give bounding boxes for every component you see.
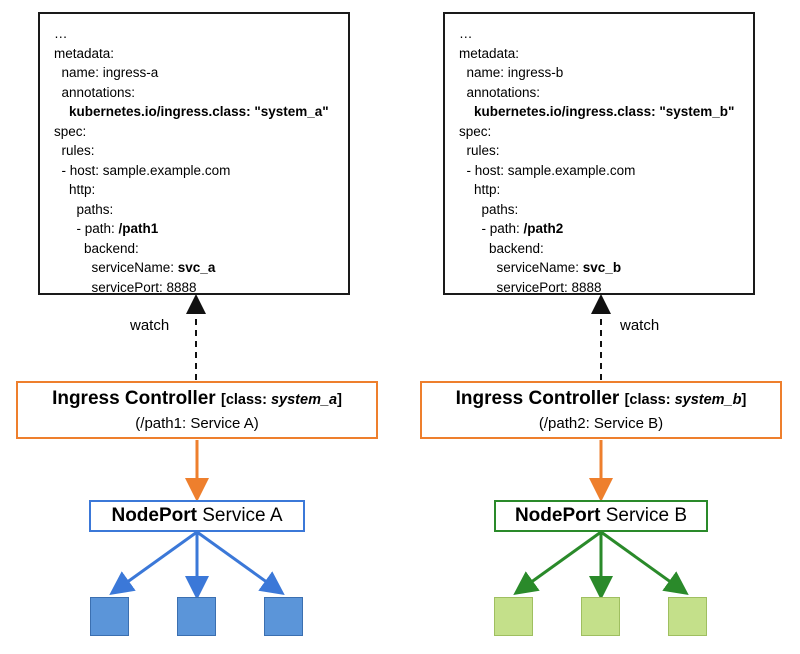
controller-route: (/path1: Service A) (135, 415, 259, 432)
ingress-name: ingress-a (102, 65, 159, 80)
service-to-pod-arrow-b1 (513, 530, 602, 595)
yaml-annotation-line: kubernetes.io/ingress.class: "system_b" (459, 104, 735, 119)
ingress-controller-b: Ingress Controller [class: system_b] (/p… (420, 381, 782, 439)
pod-b-3 (668, 597, 707, 636)
yaml-line: serviceName: svc_b (459, 260, 622, 275)
yaml-line: rules: (459, 143, 500, 158)
backend-service-name: svc_b (582, 260, 622, 275)
controller-title-line: Ingress Controller [class: system_b] (422, 388, 780, 410)
controller-route: (/path2: Service B) (538, 415, 664, 432)
controller-title: Ingress Controller (455, 388, 620, 409)
service-type: NodePort (111, 505, 197, 526)
backend-service-name: svc_a (177, 260, 216, 275)
yaml-line: backend: (459, 240, 544, 256)
controller-class: [class: system_a] (221, 392, 342, 408)
yaml-line: - host: sample.example.com (54, 162, 231, 178)
yaml-line: paths: (54, 201, 114, 217)
service-type: NodePort (514, 505, 601, 526)
service-to-pod-arrow-a1 (109, 530, 198, 595)
service-to-pod-arrow-b3 (600, 530, 689, 595)
yaml-line: - path: /path1 (54, 221, 159, 236)
service-name: Service A (202, 505, 283, 526)
yaml-line: spec: (54, 123, 87, 139)
ingress-yaml-b: … metadata: name: ingress-b annotations:… (443, 12, 755, 295)
yaml-line: name: ingress-b (459, 65, 564, 80)
yaml-line: serviceName: svc_a (54, 260, 216, 275)
yaml-line: … (54, 26, 68, 41)
pod-a-3 (264, 597, 303, 636)
yaml-line: annotations: (54, 84, 136, 100)
yaml-line: http: (54, 182, 96, 197)
ingress-yaml-a: … metadata: name: ingress-a annotations:… (38, 12, 350, 295)
service-to-pod-arrow-a3 (196, 530, 285, 595)
ingress-name: ingress-b (507, 65, 564, 80)
yaml-annotation-line: kubernetes.io/ingress.class: "system_a" (54, 104, 329, 119)
pod-a-2 (177, 597, 216, 636)
yaml-line: backend: (54, 240, 139, 256)
pod-a-1 (90, 597, 129, 636)
yaml-line: - host: sample.example.com (459, 162, 636, 178)
watch-label-b: watch (620, 317, 660, 334)
pod-b-2 (581, 597, 620, 636)
yaml-line: name: ingress-a (54, 65, 159, 80)
yaml-line: metadata: (459, 45, 520, 61)
nodeport-service-a: NodePort Service A (89, 500, 305, 532)
yaml-line: … (459, 26, 473, 41)
ingress-path: /path2 (523, 221, 564, 236)
yaml-line: spec: (459, 123, 492, 139)
service-name: Service B (605, 505, 688, 526)
yaml-line: servicePort: 8888 (54, 279, 197, 295)
ingress-controller-a: Ingress Controller [class: system_a] (/p… (16, 381, 378, 439)
nodeport-service-b: NodePort Service B (494, 500, 708, 532)
watch-label-a: watch (130, 317, 170, 334)
yaml-line: http: (459, 182, 501, 197)
pod-b-1 (494, 597, 533, 636)
controller-title-line: Ingress Controller [class: system_a] (18, 388, 376, 410)
controller-class: [class: system_b] (624, 392, 747, 408)
yaml-line: metadata: (54, 45, 115, 61)
yaml-line: paths: (459, 201, 519, 217)
yaml-line: servicePort: 8888 (459, 279, 602, 295)
yaml-line: rules: (54, 143, 95, 158)
ingress-path: /path1 (118, 221, 159, 236)
controller-title: Ingress Controller (52, 388, 216, 409)
yaml-line: - path: /path2 (459, 221, 564, 236)
yaml-line: annotations: (459, 84, 541, 100)
